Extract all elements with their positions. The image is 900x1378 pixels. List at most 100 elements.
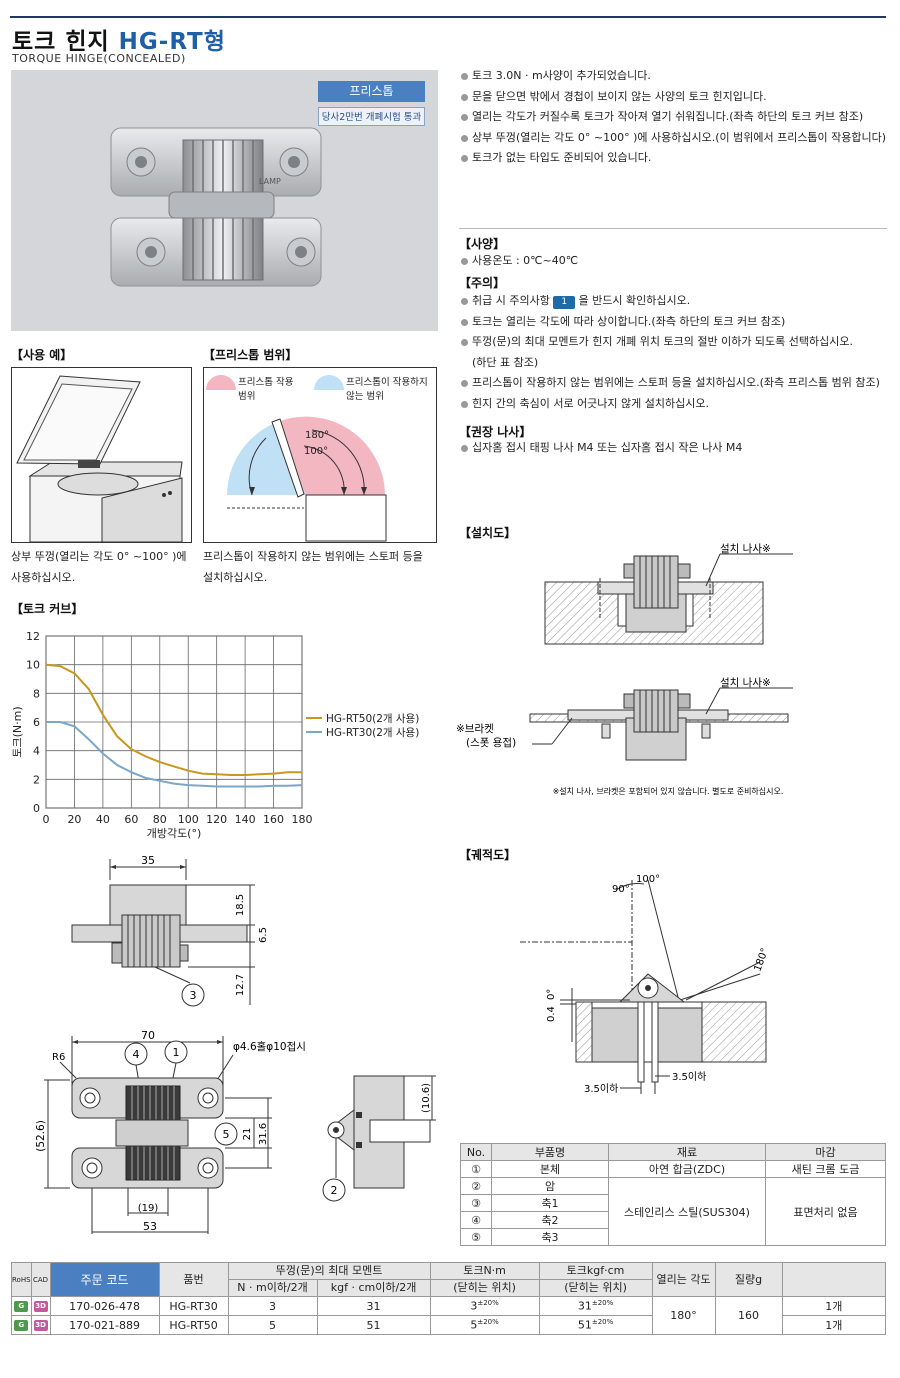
header-rohs: RoHS bbox=[11, 1262, 32, 1297]
callout-1: 1 bbox=[173, 1046, 180, 1059]
caution-item-continued: (하단 표 참조) bbox=[472, 355, 539, 369]
install-heading: 【설치도】 bbox=[459, 526, 517, 540]
series-line bbox=[45, 663, 302, 776]
parts-header: 부품명 bbox=[491, 1143, 609, 1161]
legend-entry: HG-RT50(2개 사용) bbox=[326, 713, 419, 725]
angle-180-label: 180° bbox=[752, 947, 771, 973]
feature-item: 토크 3.0N · m사양이 추가되었습니다. bbox=[459, 66, 886, 87]
caution-item: 힌지 간의 축심이 서로 어긋나지 않게 설치하십시오. bbox=[459, 394, 880, 415]
header-torque-kgf-pos: (닫히는 위치) bbox=[538, 1279, 653, 1297]
caution-item: 취급 시 주의사항 1 을 반드시 확인하십시오. bbox=[459, 291, 880, 312]
angle-180-label: 180° bbox=[305, 430, 329, 441]
caution-item: 토크는 열리는 각도에 따라 상이합니다.(좌측 하단의 토크 커브 참조) bbox=[459, 312, 880, 333]
dim-12-7: 12.7 bbox=[235, 974, 246, 996]
angle-90-label: 90° bbox=[612, 884, 630, 895]
header-moment: 뚜껑(문)의 최대 모멘트 bbox=[227, 1262, 431, 1280]
x-tick-label: 20 bbox=[67, 813, 81, 826]
bracket-label-2: (스폿 용접) bbox=[466, 737, 516, 749]
freestop-diagram: 프리스톱 작용 범위 프리스톱이 작용하지 않는 범위 180° 100° bbox=[203, 367, 437, 543]
order-code[interactable]: 170-021-889 bbox=[49, 1315, 160, 1335]
top-dimension-drawing: 70 R6 4 1 φ4.6홀φ10접시 (52.6) 21 31.6 5 (1… bbox=[35, 1029, 306, 1234]
unit: 1개 bbox=[781, 1296, 887, 1316]
installation-drawing: 설치 나사※ 설치 나사※ ※브라켓 (스폿 용접) ※설치 나사, 브라켓은 … bbox=[456, 543, 793, 796]
x-axis-label: 개방각도(°) bbox=[147, 827, 202, 840]
side-dimension-drawing: 35 18.5 6.5 12.7 3 bbox=[71, 855, 269, 1007]
model: HG-RT30 bbox=[158, 1296, 229, 1316]
caution-item: 뚜껑(문)의 최대 모멘트가 힌지 개폐 위치 토크의 절반 이하가 되도록 선… bbox=[459, 332, 880, 353]
dim-3-5-left: 3.5이하 bbox=[584, 1082, 618, 1095]
y-tick-label: 12 bbox=[26, 630, 40, 643]
test-badge: 당사2만번 개폐시험 통과 bbox=[318, 107, 425, 126]
cad-cell[interactable]: 3D bbox=[30, 1296, 51, 1316]
spec-heading: 【사양】 bbox=[459, 237, 506, 251]
header-torque-n: 토크N·m bbox=[429, 1262, 540, 1280]
x-tick-label: 120 bbox=[206, 813, 227, 826]
parts-header: 마감 bbox=[765, 1143, 886, 1161]
feature-item: 문을 닫으면 밖에서 경첩이 보이지 않는 사양의 토크 힌지입니다. bbox=[459, 87, 886, 108]
caution-item: 프리스톱이 작용하지 않는 범위에는 스토퍼 등을 설치하십시오.(좌측 프리스… bbox=[459, 373, 880, 394]
bracket-label-1: ※브라켓 bbox=[456, 723, 494, 735]
trajectory-heading: 【궤적도】 bbox=[459, 848, 517, 862]
feature-list: 토크 3.0N · m사양이 추가되었습니다. 문을 닫으면 밖에서 경첩이 보… bbox=[459, 66, 886, 169]
install-screw-label-1: 설치 나사※ bbox=[720, 543, 771, 555]
callout-3: 3 bbox=[190, 989, 197, 1002]
table-row: ④ 축2 bbox=[460, 1211, 886, 1229]
header-model: 품번 bbox=[158, 1262, 229, 1297]
freestop-badge: 프리스톱 bbox=[318, 81, 425, 102]
header-torque-n-pos: (닫히는 위치) bbox=[429, 1279, 540, 1297]
cad-cell[interactable]: 3D bbox=[30, 1315, 51, 1335]
x-tick-label: 0 bbox=[43, 813, 50, 826]
header-angle: 열리는 각도 bbox=[651, 1262, 716, 1297]
caution-heading: 【주의】 bbox=[459, 276, 506, 290]
callout-4: 4 bbox=[133, 1048, 140, 1061]
feature-item: 토크가 없는 타입도 준비되어 있습니다. bbox=[459, 148, 886, 169]
rohs-icon: G bbox=[14, 1320, 29, 1331]
header-order-code: 주문 코드 bbox=[49, 1262, 160, 1297]
freestop-heading: 【프리스톱 범위】 bbox=[203, 348, 298, 362]
cad-3d-icon[interactable]: 3D bbox=[33, 1320, 48, 1331]
order-code[interactable]: 170-026-478 bbox=[49, 1296, 160, 1316]
screw-item: 십자홈 접시 태핑 나사 M4 또는 십자홈 접시 작은 나사 M4 bbox=[459, 438, 742, 459]
screw-list: 십자홈 접시 태핑 나사 M4 또는 십자홈 접시 작은 나사 M4 bbox=[459, 438, 742, 459]
table-row: ① 본체 아연 합금(ZDC) 새틴 크롬 도금 bbox=[460, 1160, 886, 1178]
y-tick-label: 0 bbox=[33, 802, 40, 815]
x-tick-label: 80 bbox=[153, 813, 167, 826]
freestop-range-drawing: 프리스톱 작용 범위 프리스톱이 작용하지 않는 범위 180° 100° bbox=[206, 375, 428, 542]
caution-list: 취급 시 주의사항 1 을 반드시 확인하십시오. 토크는 열리는 각도에 따라… bbox=[459, 291, 880, 414]
cad-3d-icon[interactable]: 3D bbox=[33, 1301, 48, 1312]
lid-box-drawing bbox=[16, 375, 183, 543]
install-note: ※설치 나사, 브라켓은 포함되어 있지 않습니다. 별도로 준비하십시오. bbox=[553, 786, 784, 796]
screw-heading: 【권장 나사】 bbox=[459, 425, 532, 439]
usage-illustration bbox=[11, 367, 192, 543]
open-angle: 180° bbox=[651, 1296, 716, 1335]
legend-inactive-1: 프리스톱이 작용하지 bbox=[346, 376, 428, 388]
y-tick-label: 2 bbox=[33, 773, 40, 786]
legend-entry: HG-RT30(2개 사용) bbox=[326, 727, 419, 739]
y-axis-label: 토크(N·m) bbox=[11, 706, 24, 757]
dim-53: 53 bbox=[143, 1220, 157, 1233]
series-line bbox=[46, 721, 303, 788]
freestop-caption-2: 설치하십시오. bbox=[203, 571, 268, 584]
spec-item: 사용온도 : 0℃~40℃ bbox=[459, 251, 578, 272]
legend-inactive-2: 않는 범위 bbox=[346, 390, 384, 402]
freestop-caption-1: 프리스톱이 작용하지 않는 범위에는 스토퍼 등을 bbox=[203, 550, 423, 563]
divider bbox=[459, 228, 887, 229]
merged-finish: 표면처리 없음 bbox=[765, 1177, 886, 1246]
rohs-cell: G bbox=[11, 1296, 32, 1316]
parts-table: No. 부품명 재료 마감 ① 본체 아연 합금(ZDC) 새틴 크롬 도금 ②… bbox=[460, 1143, 886, 1246]
callout-2: 2 bbox=[331, 1184, 338, 1197]
callout-5: 5 bbox=[223, 1128, 230, 1141]
x-tick-label: 100 bbox=[178, 813, 199, 826]
feature-item: 열리는 각도가 커질수록 토크가 작아져 열기 쉬워집니다.(좌측 하단의 토크… bbox=[459, 107, 886, 128]
table-row: ② 암 스테인리스 스틸(SUS304) 표면처리 없음 bbox=[460, 1177, 886, 1246]
dim-3-5-right: 3.5이하 bbox=[672, 1070, 706, 1083]
table-row: ⑤ 축3 bbox=[460, 1228, 886, 1246]
caution-ref-badge: 1 bbox=[553, 296, 576, 309]
dim-35: 35 bbox=[141, 855, 155, 867]
dim-18-5: 18.5 bbox=[235, 894, 246, 916]
y-tick-label: 8 bbox=[33, 687, 40, 700]
x-tick-label: 60 bbox=[124, 813, 138, 826]
trajectory-drawing: 90° 100° 180° 0.4 0° 3.5이하 3.5이하 bbox=[520, 874, 771, 1095]
page-subtitle: TORQUE HINGE(CONCEALED) bbox=[12, 52, 186, 65]
